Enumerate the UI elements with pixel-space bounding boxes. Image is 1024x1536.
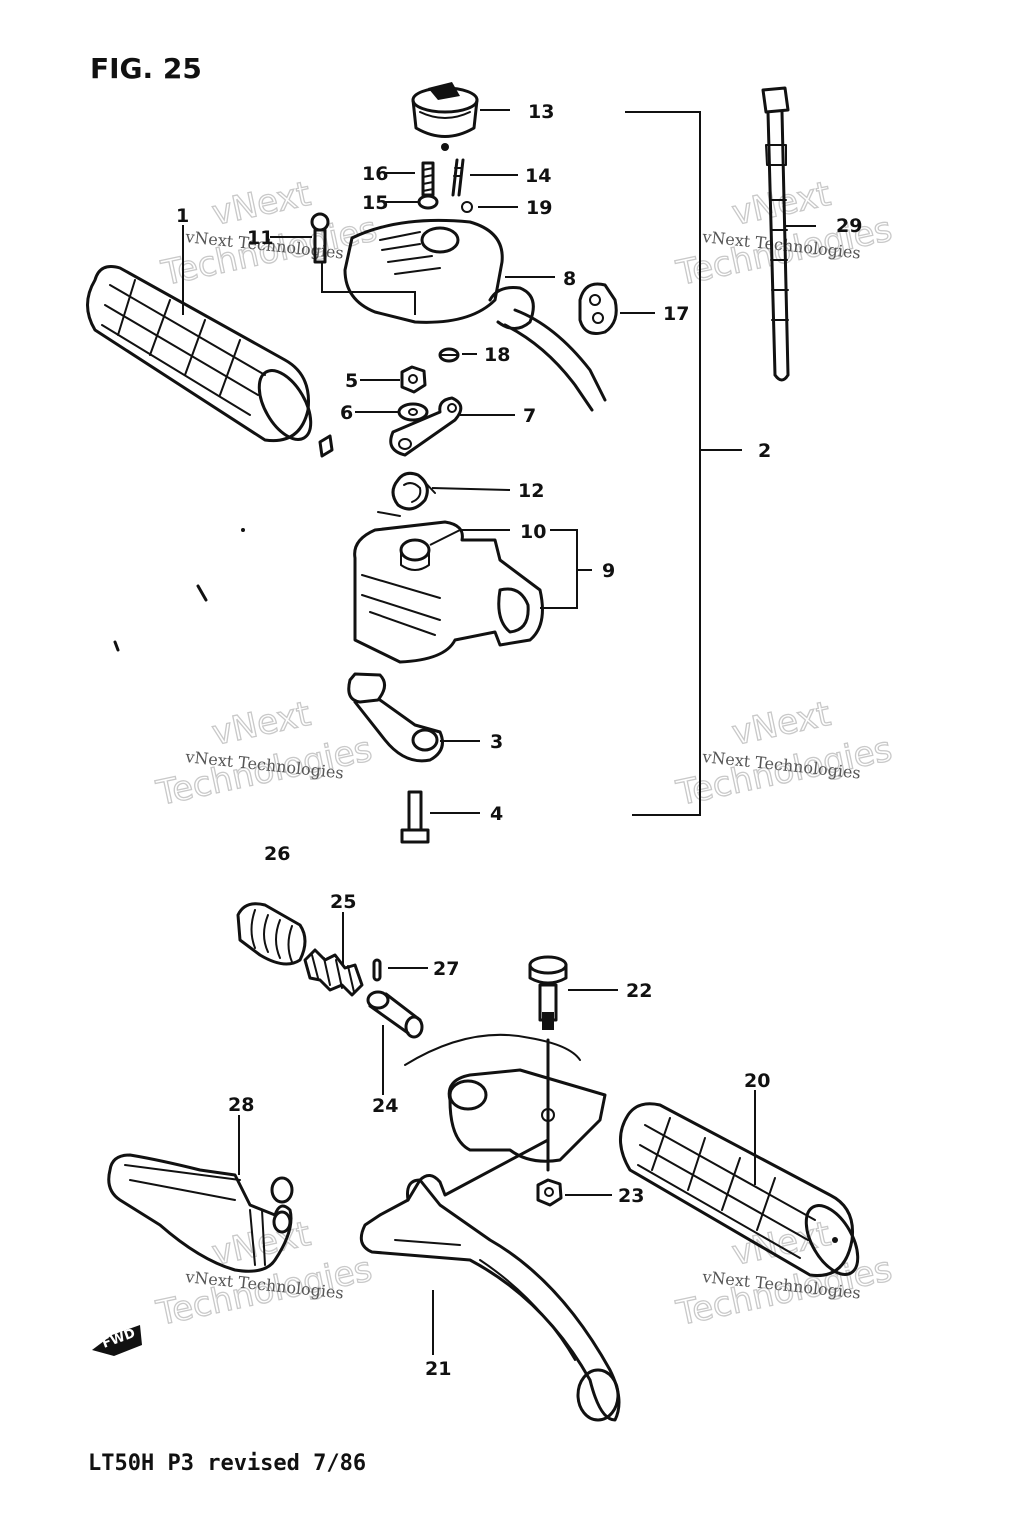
- part-21-lever: [359, 1138, 621, 1422]
- part-17-grommet: [578, 282, 618, 335]
- part-lever-bracket: [404, 1033, 607, 1172]
- callout-22: 22: [626, 980, 652, 1002]
- callout-3: 3: [490, 731, 503, 753]
- callout-5: 5: [345, 370, 358, 392]
- part-24-pin: [366, 990, 424, 1039]
- figure-title: FIG. 25: [90, 52, 202, 85]
- callout-9: 9: [602, 560, 615, 582]
- callout-1: 1: [176, 205, 189, 227]
- part-14-pin: [451, 158, 465, 197]
- part-22-bolt: [528, 955, 568, 1030]
- part-25-spring: [303, 948, 364, 997]
- callout-27: 27: [433, 958, 459, 980]
- callout-10: 10: [520, 521, 546, 543]
- part-20-grip: [619, 1102, 860, 1278]
- callout-11: 11: [247, 227, 273, 249]
- callout-21: 21: [425, 1358, 451, 1380]
- part-12-spring: [377, 471, 436, 517]
- callout-20: 20: [744, 1070, 770, 1092]
- callout-26: 26: [264, 843, 290, 865]
- watermark-mid-right: vNext Technologies vNext Technologies: [672, 693, 896, 814]
- callout-2: 2: [758, 440, 771, 462]
- part-16-spring: [421, 161, 435, 197]
- callout-8: 8: [563, 268, 576, 290]
- part-27-pin: [372, 958, 382, 982]
- part-29-cable-tie: [761, 86, 790, 382]
- callout-12: 12: [518, 480, 544, 502]
- stray-marks: [113, 434, 334, 652]
- part-1-grip: [86, 265, 313, 443]
- part-9-housing: [353, 520, 544, 664]
- callout-6: 6: [340, 402, 353, 424]
- callout-labels: 1 2 3 4 5 6 7 8 9 10 11 12 13 14 15 16 1…: [176, 101, 862, 1380]
- watermark-bottom-right: vNext Technologies vNext Technologies: [672, 1213, 896, 1334]
- part-7-lever-plate: [389, 396, 463, 457]
- fwd-direction-marker: FWD: [92, 1325, 142, 1356]
- watermark-mid-left: vNext Technologies vNext Technologies: [152, 693, 376, 814]
- callout-18: 18: [484, 344, 510, 366]
- assembly-2-bracket: [625, 111, 742, 816]
- callout-16: 16: [362, 163, 388, 185]
- part-18-clip: [438, 347, 460, 363]
- callout-24: 24: [372, 1095, 398, 1117]
- footer-revision: LT50H P3 revised 7/86: [88, 1451, 366, 1476]
- callout-13: 13: [528, 101, 554, 123]
- callout-4: 4: [490, 803, 503, 825]
- part-11-screw: [310, 212, 330, 264]
- part-8-housing: [321, 218, 607, 412]
- callout-14: 14: [525, 165, 551, 187]
- callout-7: 7: [523, 405, 536, 427]
- part-26-boot: [236, 902, 307, 966]
- callout-28: 28: [228, 1094, 254, 1116]
- part-5-nut: [400, 365, 427, 394]
- callout-29: 29: [836, 215, 862, 237]
- part-13-cap: [411, 82, 479, 151]
- part-15-washer: [417, 194, 439, 210]
- part-19-ball: [461, 201, 473, 213]
- part-23-nut: [536, 1178, 563, 1207]
- callout-19: 19: [526, 197, 552, 219]
- leader-lines: [182, 109, 816, 1355]
- part-6-washer: [397, 402, 429, 422]
- part-3-lever: [347, 672, 444, 763]
- callout-17: 17: [663, 303, 689, 325]
- callout-25: 25: [330, 891, 356, 913]
- part-4-bolt: [400, 790, 430, 844]
- callout-15: 15: [362, 192, 388, 214]
- part-28-bracket: [107, 1153, 294, 1273]
- callout-23: 23: [618, 1185, 644, 1207]
